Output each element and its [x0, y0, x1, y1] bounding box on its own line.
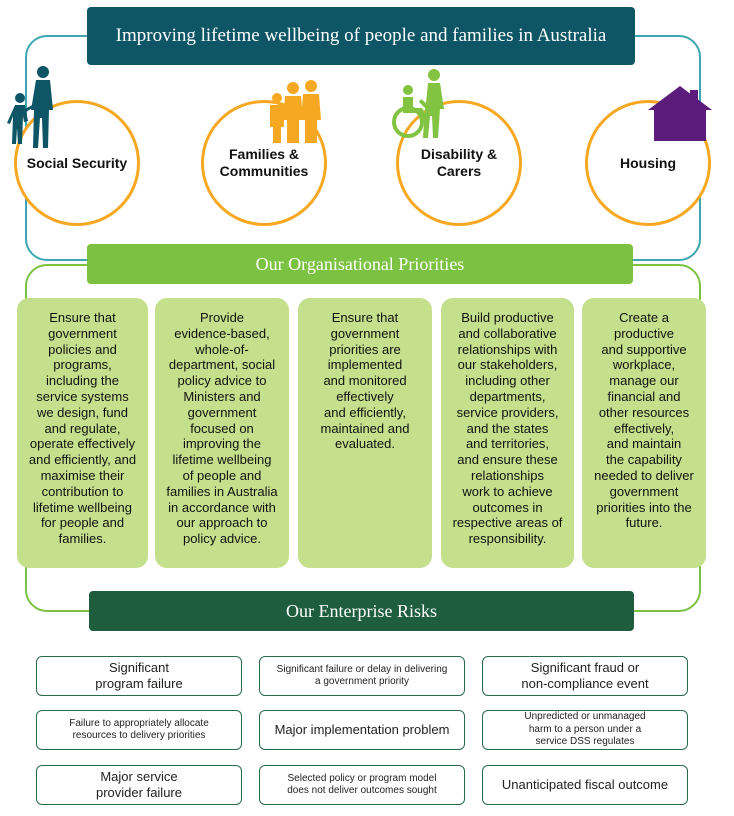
- outcome-social-security: Social Security: [14, 100, 140, 226]
- risk-text: Major implementation problem: [274, 722, 450, 737]
- priority-text: Ensure that government priorities are im…: [320, 310, 410, 452]
- risk-text: Selected policy or program model does no…: [287, 772, 437, 797]
- priority-card: Ensure that government policies and prog…: [17, 298, 148, 568]
- risk-box: Significant program failure: [36, 656, 242, 696]
- risk-text: Significant fraud or non-compliance even…: [521, 660, 649, 691]
- family-walking-icon: [7, 66, 53, 148]
- risk-text: Failure to appropriately allocate resour…: [69, 717, 209, 742]
- priority-text: Build productive and collaborative relat…: [452, 310, 563, 547]
- risk-box: Major implementation problem: [259, 710, 465, 750]
- house-icon: [648, 86, 712, 141]
- risk-text: Significant failure or delay in deliveri…: [276, 663, 448, 688]
- family-group-icon: [270, 80, 321, 143]
- risk-box: Unanticipated fiscal outcome: [482, 765, 688, 805]
- risks-banner: Our Enterprise Risks: [89, 591, 634, 631]
- outcome-disability-carers: Disability & Carers: [396, 100, 522, 226]
- risk-box: Significant fraud or non-compliance even…: [482, 656, 688, 696]
- risk-text: Unanticipated fiscal outcome: [501, 777, 669, 792]
- priority-card: Build productive and collaborative relat…: [441, 298, 574, 568]
- risk-box: Significant failure or delay in deliveri…: [259, 656, 465, 696]
- risk-box: Selected policy or program model does no…: [259, 765, 465, 805]
- priority-card: Create a productive and supportive workp…: [582, 298, 706, 568]
- outcome-label: Disability & Carers: [420, 146, 498, 179]
- outcome-label: Families & Communities: [219, 146, 309, 179]
- risk-box: Major service provider failure: [36, 765, 242, 805]
- priority-text: Provide evidence-based, whole-of- depart…: [166, 310, 278, 547]
- risk-text: Unpredicted or unmanaged harm to a perso…: [524, 711, 646, 748]
- outcome-label: Social Security: [26, 154, 128, 171]
- priority-text: Ensure that government policies and prog…: [28, 310, 137, 547]
- priorities-banner: Our Organisational Priorities: [87, 244, 633, 284]
- priority-card: Ensure that government priorities are im…: [298, 298, 432, 568]
- risk-box: Unpredicted or unmanaged harm to a perso…: [482, 710, 688, 750]
- page-title: Improving lifetime wellbeing of people a…: [115, 25, 607, 46]
- risk-text: Significant program failure: [95, 660, 183, 691]
- outcome-label: Housing: [620, 154, 676, 171]
- priority-text: Create a productive and supportive workp…: [594, 310, 694, 531]
- header-banner: Improving lifetime wellbeing of people a…: [87, 7, 635, 65]
- risk-box: Failure to appropriately allocate resour…: [36, 710, 242, 750]
- risks-title: Our Enterprise Risks: [286, 600, 437, 621]
- risk-text: Major service provider failure: [96, 769, 182, 800]
- priority-card: Provide evidence-based, whole-of- depart…: [155, 298, 289, 568]
- wheelchair-carer-icon: [392, 69, 444, 138]
- priorities-title: Our Organisational Priorities: [255, 253, 465, 274]
